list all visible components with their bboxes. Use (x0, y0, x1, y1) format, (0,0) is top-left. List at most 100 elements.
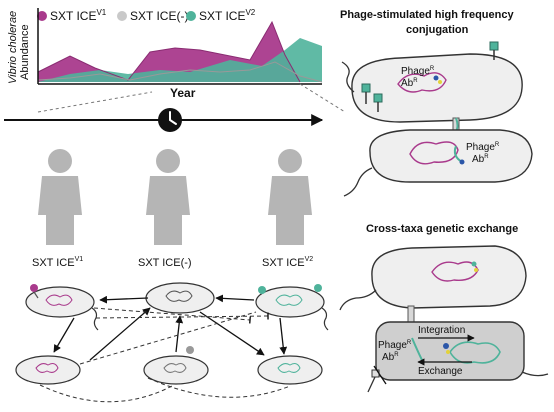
gene-marker (438, 80, 442, 84)
y-axis-label-2: Abundance (19, 24, 31, 80)
legend-item-neg: SXT ICE(-) (117, 9, 188, 23)
inhibition-line (95, 312, 269, 320)
label-sup: R (407, 340, 412, 346)
svg-text:AbR: AbR (382, 352, 399, 363)
cell-neg-bottom (143, 355, 209, 385)
legend-sup-v1: V1 (96, 8, 106, 17)
svg-text:PhageR: PhageR (401, 66, 435, 77)
label-phage: Phage (401, 66, 430, 77)
arrow (99, 295, 149, 304)
gene-marker (443, 343, 449, 349)
svg-text:PhageR: PhageR (378, 340, 412, 351)
flagellum (343, 167, 373, 197)
cell-body (351, 53, 523, 123)
cell-network (15, 282, 329, 403)
phage-icon (489, 41, 499, 60)
flagellum (339, 289, 377, 311)
cell-body (369, 129, 533, 183)
donor-cell-top: PhageR AbR (341, 41, 523, 123)
abundance-chart: Vibrio cholerae Abundance Year (7, 8, 323, 100)
person-icon-body (146, 176, 190, 245)
legend-item-v2: SXT ICEV2 (186, 8, 256, 23)
person-icon-body (38, 176, 82, 245)
label-phage: Phage (466, 142, 495, 153)
label-ab: Ab (382, 352, 395, 363)
person-icon-head (156, 149, 180, 173)
area-ice-v2 (38, 38, 322, 82)
gene-marker (446, 350, 450, 354)
legend-label-v1: SXT ICE (50, 9, 96, 23)
zoom-line-left (37, 91, 153, 113)
x-axis-label: Year (170, 86, 196, 100)
arrow (53, 317, 75, 353)
phage-icon (258, 286, 266, 294)
phage-tail (33, 291, 39, 299)
label-integration: Integration (418, 325, 465, 336)
ice-genome-v2 (275, 294, 303, 306)
label-sup: R (394, 352, 399, 358)
legend-swatch-v2 (186, 11, 196, 21)
recipient-cell-other-taxa: Integration Exchange PhageR AbR (375, 321, 549, 381)
genome-neg-bottom (163, 363, 187, 373)
gene-marker (471, 261, 477, 267)
phage-icon (186, 346, 194, 354)
label-sup: R (484, 154, 489, 160)
flagellum (321, 307, 329, 331)
cell-neg-top (145, 282, 215, 314)
vibrio-cell-bottom (339, 245, 527, 311)
arrow (279, 317, 288, 355)
cell-v2-bottom (257, 355, 323, 385)
cell-v2-top (255, 286, 325, 318)
person-icon-head (48, 149, 72, 173)
person-label-v2: SXT ICEV2 (262, 256, 313, 269)
recipient-cell-top: PhageR AbR (343, 129, 533, 197)
svg-text:AbR: AbR (472, 154, 489, 165)
person-v1 (38, 149, 82, 245)
timeline (4, 108, 324, 132)
label-ab: Ab (401, 78, 414, 89)
ice-genome (397, 72, 447, 93)
label-sup: R (495, 142, 500, 148)
arrow (175, 315, 184, 353)
person-icon-head (278, 149, 302, 173)
arrow (199, 311, 265, 356)
flagellum (521, 371, 549, 377)
label-ab: Ab (472, 154, 485, 165)
person-neg (146, 149, 190, 245)
phage-icon (373, 93, 383, 112)
panel-title-top-2: conjugation (406, 24, 469, 36)
person-label-neg: SXT ICE(-) (138, 257, 192, 269)
line-ice-v1 (37, 20, 301, 83)
ice-genome-v2-bottom (277, 363, 301, 373)
flagellum (341, 61, 355, 93)
ice-genome-v1-bottom (35, 363, 59, 373)
svg-text:SXT ICEV2: SXT ICEV2 (199, 8, 256, 23)
label-phage: Phage (378, 340, 407, 351)
legend-swatch-neg (117, 11, 127, 21)
svg-text:AbR: AbR (401, 78, 418, 89)
ice-genome-v1 (45, 294, 73, 306)
blocked-phage-icon (367, 365, 387, 393)
legend-sup-v2: V2 (245, 8, 255, 17)
y-axis-label-1: Vibrio cholerae (7, 11, 19, 84)
cell-body (371, 245, 527, 309)
svg-text:SXT ICEV1: SXT ICEV1 (50, 8, 107, 23)
genome-neg (165, 290, 193, 302)
label-exchange: Exchange (418, 366, 463, 377)
panel-title-top-1: Phage-stimulated high frequency (340, 9, 514, 21)
person-icon-body (268, 176, 312, 245)
person-label-v1: SXT ICEV1 (32, 256, 83, 269)
panel-title-bottom: Cross-taxa genetic exchange (366, 223, 518, 235)
phage-icon (314, 284, 322, 292)
legend: SXT ICEV1 SXT ICE(-) SXT ICEV2 (37, 8, 256, 23)
inhibition-curve (39, 384, 173, 403)
genome (449, 341, 501, 364)
phage-icon (361, 83, 371, 104)
flagellum (91, 307, 99, 331)
gene-marker (433, 75, 439, 81)
label-sup: R (430, 66, 435, 72)
label-sup: R (413, 78, 418, 84)
arrow (89, 307, 151, 361)
phage-icon (30, 284, 38, 292)
person-v2 (268, 149, 312, 245)
